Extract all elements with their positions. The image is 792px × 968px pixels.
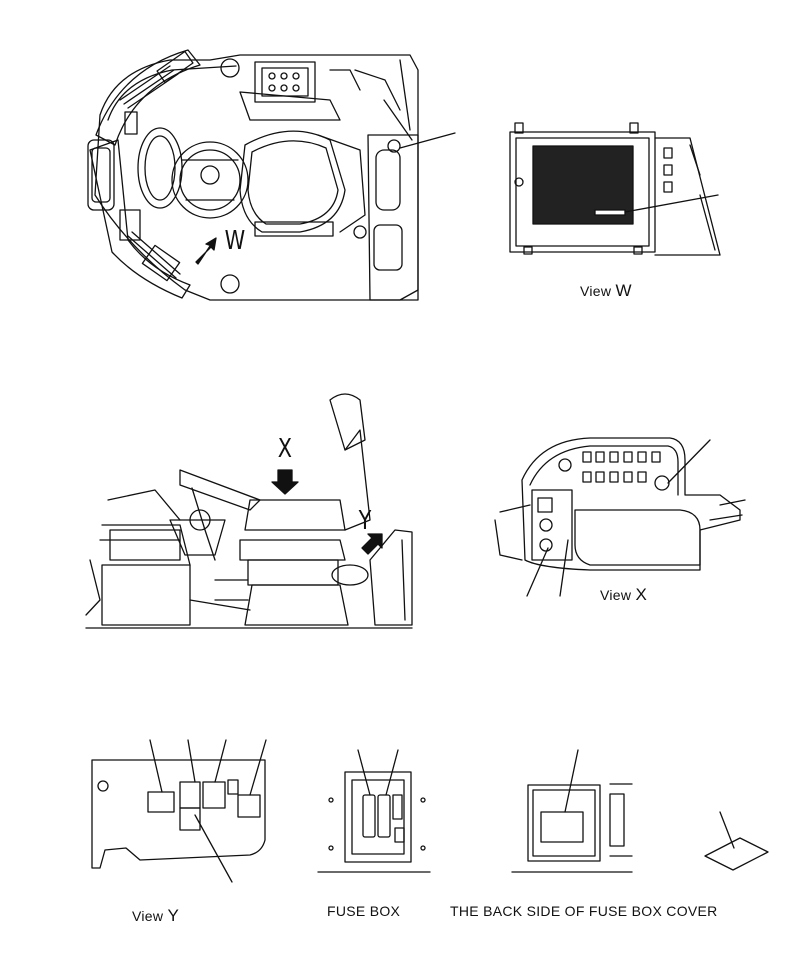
cab-side-view — [85, 393, 413, 629]
callout-w: W — [224, 226, 246, 256]
fuse-box-cover-label: THE BACK SIDE OF FUSE BOX COVER — [450, 903, 718, 919]
view-y-prefix: View — [132, 908, 164, 924]
fuse-box-drawing — [317, 749, 431, 873]
view-w-arrow — [195, 237, 217, 265]
view-y-drawing — [91, 739, 267, 883]
view-y-letter: Y — [167, 906, 180, 925]
view-y-arrow — [361, 533, 383, 555]
view-y-label: View Y — [132, 906, 179, 926]
view-x-label: View X — [600, 585, 647, 605]
fuse-box-cover-drawing — [511, 749, 769, 873]
view-x-drawing — [494, 437, 746, 597]
view-x-arrow — [271, 469, 299, 495]
callout-y: Y — [358, 506, 372, 536]
view-x-prefix: View — [600, 587, 632, 603]
fuse-box-label: FUSE BOX — [327, 903, 401, 919]
cab-top-view — [87, 49, 456, 301]
view-w-label: View W — [580, 281, 632, 301]
view-x-letter: X — [635, 585, 648, 604]
view-w-prefix: View — [580, 283, 612, 299]
view-w-letter: W — [615, 281, 632, 300]
callout-x: X — [277, 434, 293, 464]
view-w-drawing — [509, 122, 721, 256]
